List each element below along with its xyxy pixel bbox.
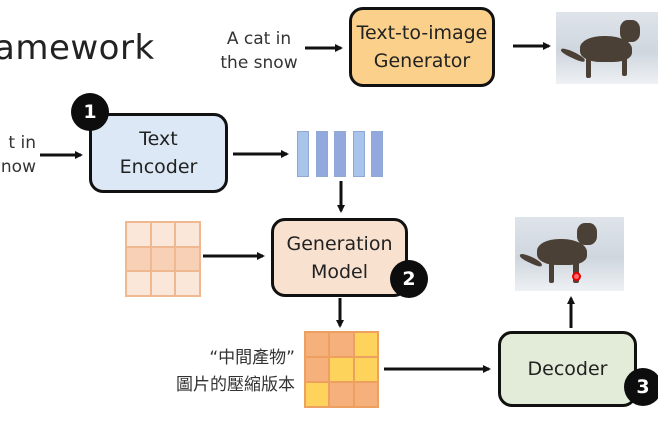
grid-cell xyxy=(126,222,151,247)
embedding-vector-2 xyxy=(315,131,328,177)
grid-cell xyxy=(150,222,176,247)
intermediate-product-label: “中間產物” 圖片的壓縮版本 xyxy=(130,345,295,399)
text-encoder-box: Text Encoder xyxy=(89,113,228,193)
grid-cell xyxy=(305,382,330,407)
compressed-latent-grid xyxy=(304,331,379,408)
grid-cell xyxy=(329,357,354,382)
step-2-badge: 2 xyxy=(390,260,428,298)
grid-cell xyxy=(150,271,176,296)
red-marker-dot xyxy=(572,272,581,281)
grid-cell xyxy=(353,332,378,357)
step-3-badge: 3 xyxy=(624,368,658,406)
generator-label-line1: Text-to-image xyxy=(356,22,488,44)
cat-leg-shape xyxy=(549,261,554,283)
grid-cell xyxy=(150,246,176,272)
cat-head-shape xyxy=(620,20,640,42)
intermediate-label-line1: “中間產物” xyxy=(209,348,295,368)
noise-latent-grid xyxy=(125,221,201,297)
cat-leg-shape xyxy=(622,56,627,76)
top-input-text: A cat in the snow xyxy=(218,27,300,75)
embedding-vector-3 xyxy=(334,131,346,177)
generator-label-line2: Generator xyxy=(373,50,471,72)
step-1-badge: 1 xyxy=(71,93,109,131)
text-encoder-line1: Text xyxy=(139,128,178,150)
text-encoder-line2: Encoder xyxy=(119,156,198,178)
embedding-vector-5 xyxy=(371,131,383,177)
grid-cell xyxy=(126,246,151,272)
top-input-line1: A cat in xyxy=(226,29,292,49)
grid-cell xyxy=(329,332,354,357)
grid-cell xyxy=(329,382,354,407)
decoded-cat-image xyxy=(515,217,624,291)
pipeline-input-line1: t in xyxy=(8,133,36,153)
generation-model-box: Generation Model xyxy=(271,218,408,297)
text-to-image-generator-box: Text-to-image Generator xyxy=(349,7,495,87)
generation-model-line1: Generation xyxy=(286,232,393,255)
grid-cell xyxy=(353,382,378,407)
grid-cell xyxy=(175,246,200,272)
grid-cell xyxy=(175,222,200,247)
generation-model-line2: Model xyxy=(310,260,369,283)
cat-leg-shape xyxy=(586,58,591,78)
cat-body-shape xyxy=(537,239,587,265)
generated-cat-image xyxy=(556,12,658,84)
slide-title: amework xyxy=(0,28,155,68)
intermediate-label-line2: 圖片的壓縮版本 xyxy=(176,375,295,395)
embedding-vector-4 xyxy=(352,131,365,177)
grid-cell xyxy=(175,271,200,296)
decoder-label: Decoder xyxy=(527,358,608,380)
pipeline-input-line2: now xyxy=(0,157,36,177)
grid-cell xyxy=(305,357,330,382)
embedding-vector-1 xyxy=(297,131,309,177)
grid-cell xyxy=(353,357,378,382)
grid-cell xyxy=(126,271,151,296)
grid-cell xyxy=(305,332,330,357)
top-input-line2: the snow xyxy=(220,53,298,73)
pipeline-input-text: t in now xyxy=(0,131,36,179)
cat-head-shape xyxy=(577,223,597,245)
